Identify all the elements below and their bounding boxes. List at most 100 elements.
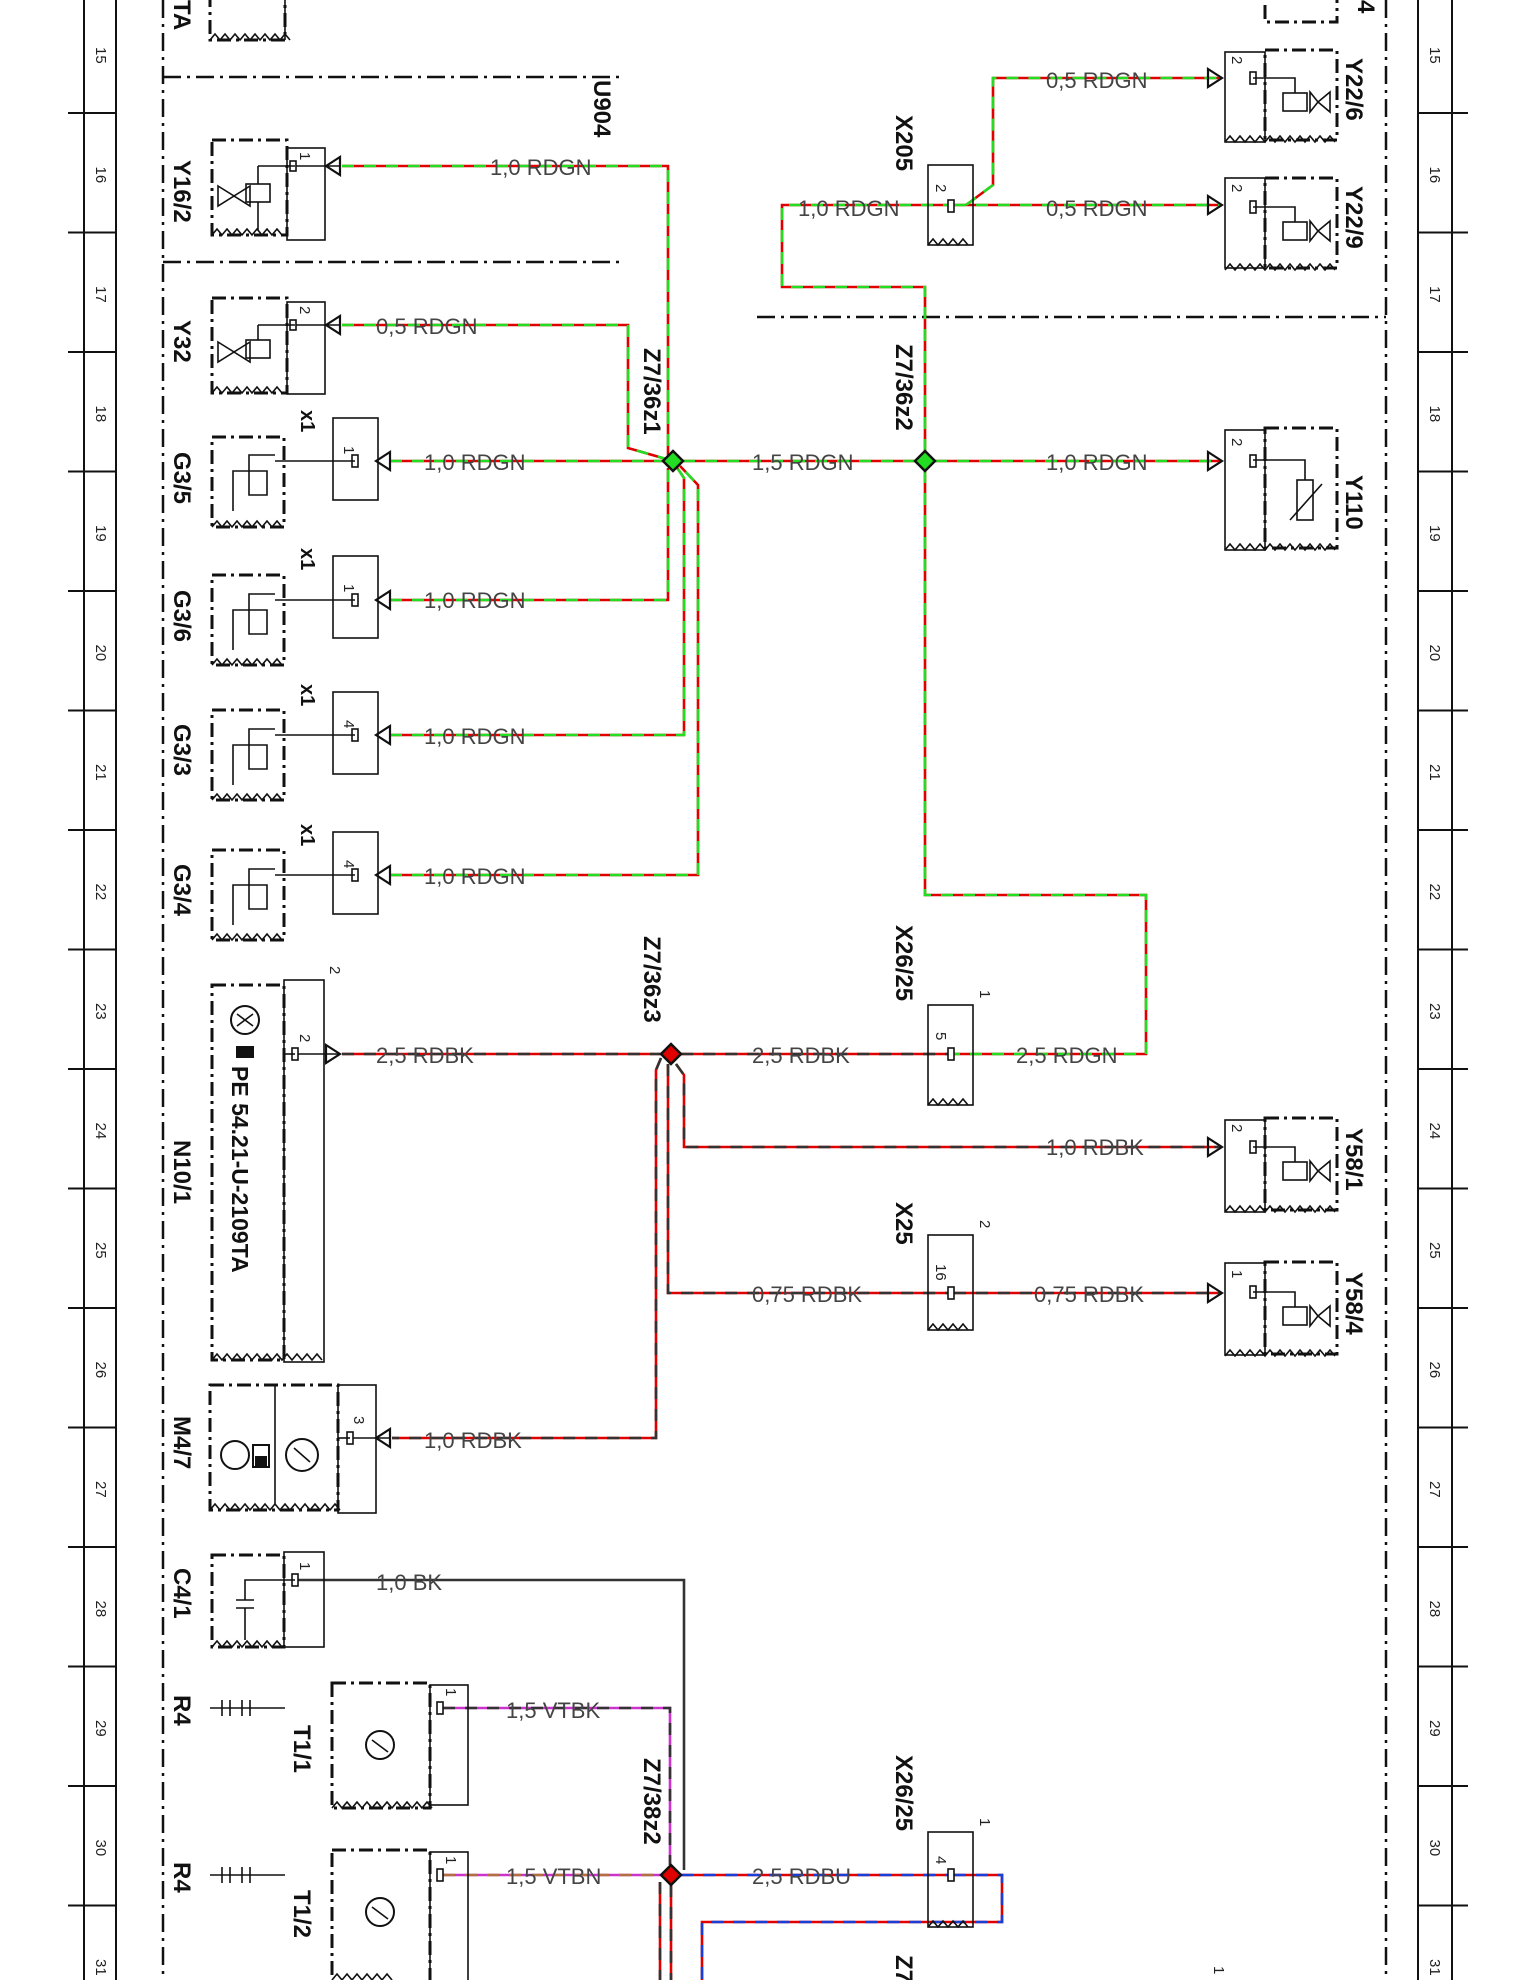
component-y58-4 [1224,1260,1339,1358]
label-n10-1: N10/1 [168,1140,195,1204]
component-g3-6 [210,555,379,667]
wire-label-y110: 1,0 RDGN [1046,450,1147,475]
splice-z7-38z2 [659,1863,683,1887]
wire-label-m4-7: 1,0 RDBK [424,1428,522,1453]
grid-number: 26 [1426,1362,1443,1379]
component-r4-t1-1 [210,1681,469,1810]
terminal-arrow-icon [373,1426,392,1450]
label-m4-7: M4/7 [168,1416,195,1469]
grid-number: 31 [92,1959,109,1976]
grid-number: 22 [1426,884,1443,901]
wire-vtbk-19 [443,1706,672,1865]
grid-number: 29 [1426,1720,1443,1737]
wire-rdbk-15 [666,1064,948,1295]
grid-number: 29 [92,1720,109,1737]
pin-y58-4: 1 [1228,1270,1245,1278]
grid-number: 26 [92,1362,109,1379]
pin-g3-3: 4 [340,720,357,728]
grid-number: 24 [92,1123,109,1140]
component-m4-7 [208,1383,390,1514]
terminal-arrow-icon [323,313,342,337]
splice-z7-36z2 [913,449,937,473]
wire-label-y58-1: 1,0 RDBK [1046,1135,1144,1160]
grid-number: 28 [1426,1601,1443,1618]
label-x26-25-b: X26/25 [890,1755,917,1831]
grid-number: 23 [92,1003,109,1020]
label-z7-36z3: Z7/36z3 [638,936,665,1023]
pin-c4-1: 1 [296,1562,313,1570]
grid-number: 22 [92,884,109,901]
grid-number: 15 [92,47,109,64]
label-x205: X205 [890,115,917,171]
splice-z7-36z1 [661,449,685,473]
wire-stripe-rdgn-8 [780,203,948,451]
component-g3-5 [210,417,379,529]
label-y58-4: Y58/4 [1340,1272,1367,1335]
label-t1-1: T1/1 [288,1725,315,1773]
terminal-arrow-icon [1206,1135,1225,1159]
pin-x26-25-b: 4 [932,1856,949,1864]
component-c4-1 [210,1551,325,1649]
pin-bottom-right: 1 [1210,1966,1227,1974]
pin-x26-25-a-top: 1 [976,990,993,998]
label-y32: Y32 [168,320,195,363]
pin-g3-4: 4 [340,860,357,868]
pin-t1-1: 1 [442,1688,459,1696]
component-g3-4 [210,831,379,942]
wire-terminals [323,66,1225,1450]
wire-label-g3-3: 1,0 RDGN [424,724,525,749]
label-g3-5: G3/5 [168,452,195,504]
label-y22-6: Y22/6 [1340,58,1367,121]
grid-number: 16 [1426,167,1443,184]
wire-label-g3-4: 1,0 RDGN [424,864,525,889]
component-y16-2 [210,138,340,241]
label-top-left: TA [168,0,195,30]
wire-stripe-rdgn-4 [390,465,686,737]
grid-number: 31 [1426,1959,1443,1976]
grid-number: 23 [1426,1003,1443,1020]
grid-number: 30 [92,1840,109,1857]
wire-label-y22-9: 0,5 RDGN [1046,196,1147,221]
connector-x25 [927,1234,974,1332]
wire-label-y16-2: 1,0 RDGN [490,155,591,180]
connector-x26-25-a [927,1004,974,1107]
terminal-arrow-icon [1206,193,1225,217]
wire-bk-18 [298,1578,686,1870]
label-z7-36z1: Z7/36z1 [638,348,665,435]
pin-y58-1: 2 [1228,1124,1245,1132]
wire-label-y32: 0,5 RDGN [376,314,477,339]
terminal-arrow-icon [373,723,392,747]
terminal-arrow-icon [373,449,392,473]
wire-rdbk-17 [392,1057,663,1440]
wire-stripe-rdgn-1 [342,323,674,463]
component-y58-1 [1224,1116,1339,1214]
terminal-arrow-icon [1206,66,1225,90]
splice-z7-36z3 [659,1042,683,1066]
wire-rdgn-5 [390,465,700,877]
label-x1-b: x1 [296,548,318,570]
label-y110: Y110 [1340,475,1367,530]
pin-numbers: 1 2 1 1 4 4 2 2 3 1 1 1 2 2 2 2 2 1 5 1 … [296,56,1245,1974]
wire-rdgn-11 [923,471,1148,1056]
wire-stripe-vtbk-19 [443,1706,672,1865]
component-y32 [210,296,340,395]
component-y22-9 [1224,176,1339,272]
pin-g3-5: 1 [340,446,357,454]
terminal-arrow-icon [1206,449,1225,473]
wire-stripe-rdgn-5 [390,465,700,877]
component-n10-1 [210,979,340,1363]
wire-label-splice-link: 1,5 RDGN [752,450,853,475]
grid-number: 20 [92,645,109,662]
wire-stripe-rdbk-17 [392,1057,663,1440]
label-y22-9: Y22/9 [1340,186,1367,249]
grid-number: 24 [1426,1123,1443,1140]
wire-rdgn-0 [342,164,670,455]
label-r4-a: R4 [168,1695,195,1726]
label-z7-36z2: Z7/36z2 [890,344,917,431]
pin-m4-7: 3 [350,1416,367,1424]
label-x1-c: x1 [296,684,318,706]
wire-stripe-rdbk-15 [666,1064,948,1295]
pin-x25: 16 [932,1264,949,1281]
pin-x26-25-b-top: 1 [976,1818,993,1826]
